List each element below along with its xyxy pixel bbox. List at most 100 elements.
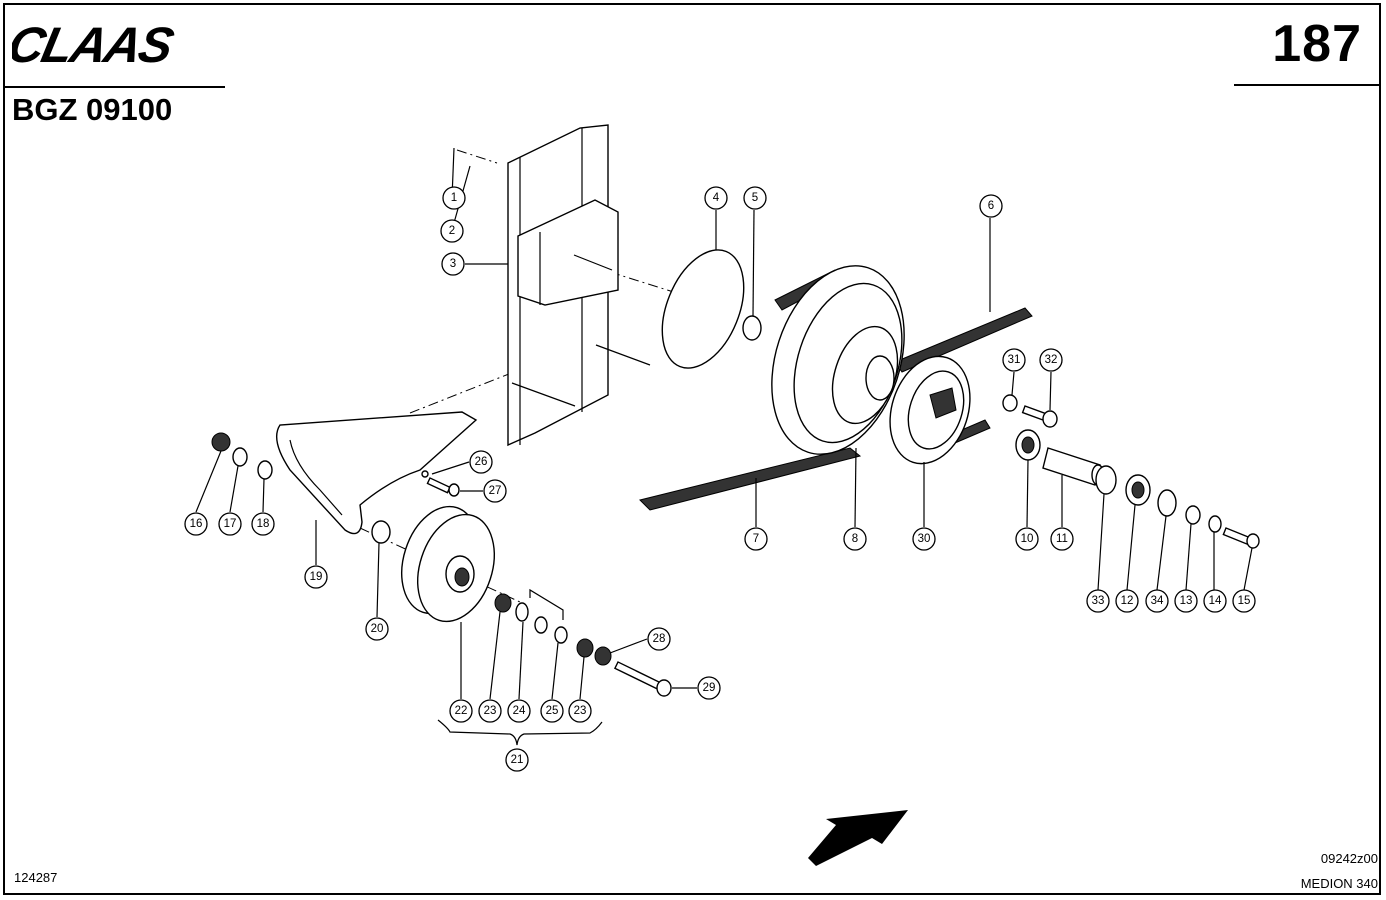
washer-13 <box>1185 505 1201 525</box>
model-name: MEDION 340 <box>1300 876 1378 891</box>
circlip-34 <box>1157 489 1177 517</box>
callout-label: 26 <box>475 456 488 468</box>
callout-28: 28 <box>647 627 671 651</box>
page-number: 187 <box>1272 15 1362 73</box>
callout-17: 17 <box>218 512 242 536</box>
callout-label: 34 <box>1151 595 1164 607</box>
belt-lower <box>639 447 862 511</box>
callout-25: 25 <box>540 699 564 723</box>
circlip-33 <box>1095 465 1117 495</box>
bearing-23b <box>576 638 594 658</box>
callout-30: 30 <box>912 527 936 551</box>
washer-14 <box>1208 515 1222 533</box>
callout-label: 14 <box>1209 595 1222 607</box>
callout-label: 28 <box>653 633 666 645</box>
callout-label: 11 <box>1056 533 1068 545</box>
drawing-code: 09242z00 <box>1320 851 1378 866</box>
callout-6: 6 <box>979 194 1003 218</box>
callout-26: 26 <box>469 450 493 474</box>
catalog-number: 124287 <box>14 870 58 885</box>
callout-18: 18 <box>251 512 275 536</box>
callout-label: 32 <box>1045 354 1058 366</box>
callout-19: 19 <box>304 565 328 589</box>
callout-label: 6 <box>988 200 994 212</box>
header-rule-left <box>3 86 225 88</box>
washer-17 <box>232 447 248 467</box>
bolt-27 <box>426 477 460 497</box>
callout-15: 15 <box>1232 589 1256 613</box>
callout-label: 24 <box>513 705 526 717</box>
callout-33: 33 <box>1086 589 1110 613</box>
cover-disc <box>661 249 745 369</box>
callout-23a: 23 <box>478 699 502 723</box>
callout-label: 27 <box>489 485 502 497</box>
callout-label: 16 <box>190 518 203 530</box>
callout-1: 1 <box>442 186 466 210</box>
callout-label: 12 <box>1121 595 1134 607</box>
callout-label: 19 <box>310 571 323 583</box>
callout-7: 7 <box>744 527 768 551</box>
svg-text:CLAAS: CLAAS <box>12 20 179 68</box>
callout-label: 23 <box>574 705 587 717</box>
bearing-12 <box>1125 474 1151 506</box>
callout-label: 4 <box>713 192 720 204</box>
callout-label: 5 <box>752 192 758 204</box>
callout-label: 8 <box>852 533 858 545</box>
washer-24 <box>534 616 548 634</box>
washer-25 <box>554 626 568 644</box>
bearing-23a <box>494 593 512 613</box>
callout-label: 3 <box>450 258 456 270</box>
callout-label: 18 <box>257 518 270 530</box>
callout-29: 29 <box>697 676 721 700</box>
callout-5: 5 <box>743 186 767 210</box>
nut-28 <box>594 646 612 666</box>
callout-11: 11 <box>1050 527 1074 551</box>
callout-32: 32 <box>1039 348 1063 372</box>
callout-2: 2 <box>440 219 464 243</box>
callout-label: 23 <box>484 705 497 717</box>
spacer-bushing <box>742 315 762 341</box>
bolt-15 <box>1222 527 1260 549</box>
washer-31 <box>1002 394 1018 412</box>
circlip-24 <box>515 602 529 622</box>
bolt-32 <box>1021 405 1058 428</box>
callout-4: 4 <box>704 186 728 210</box>
washer-18 <box>257 460 273 480</box>
callout-label: 21 <box>511 754 524 766</box>
callout-label: 10 <box>1021 533 1034 545</box>
mounting-bracket <box>507 124 651 447</box>
callout-14: 14 <box>1203 589 1227 613</box>
direction-arrow <box>808 810 908 866</box>
callout-label: 33 <box>1092 595 1105 607</box>
callout-label: 13 <box>1180 595 1193 607</box>
callout-label: 31 <box>1008 354 1021 366</box>
callout-label: 20 <box>371 623 384 635</box>
nut-16 <box>211 432 231 452</box>
bushing-20 <box>371 520 391 544</box>
callout-label: 30 <box>918 533 931 545</box>
header-rule-right <box>1234 84 1380 86</box>
callout-21: 21 <box>505 748 529 772</box>
callout-27: 27 <box>483 479 507 503</box>
callout-24: 24 <box>507 699 531 723</box>
bearing-10 <box>1015 429 1041 461</box>
callout-23b: 23 <box>568 699 592 723</box>
callout-label: 2 <box>449 225 455 237</box>
callout-label: 1 <box>451 192 457 204</box>
callout-label: 15 <box>1238 595 1251 607</box>
tube-11 <box>1042 447 1105 486</box>
callout-22: 22 <box>449 699 473 723</box>
group-code: BGZ 09100 <box>12 92 173 127</box>
drive-pulley <box>771 265 905 455</box>
callout-34: 34 <box>1145 589 1169 613</box>
tension-arm <box>276 411 478 535</box>
callout-label: 22 <box>455 705 468 717</box>
pulley-half <box>889 355 971 465</box>
callout-label: 17 <box>224 518 237 530</box>
callout-label: 25 <box>546 705 559 717</box>
claas-logo: CLAAS <box>12 20 179 68</box>
idler-pulley <box>401 505 495 623</box>
callout-12: 12 <box>1115 589 1139 613</box>
callout-10: 10 <box>1015 527 1039 551</box>
